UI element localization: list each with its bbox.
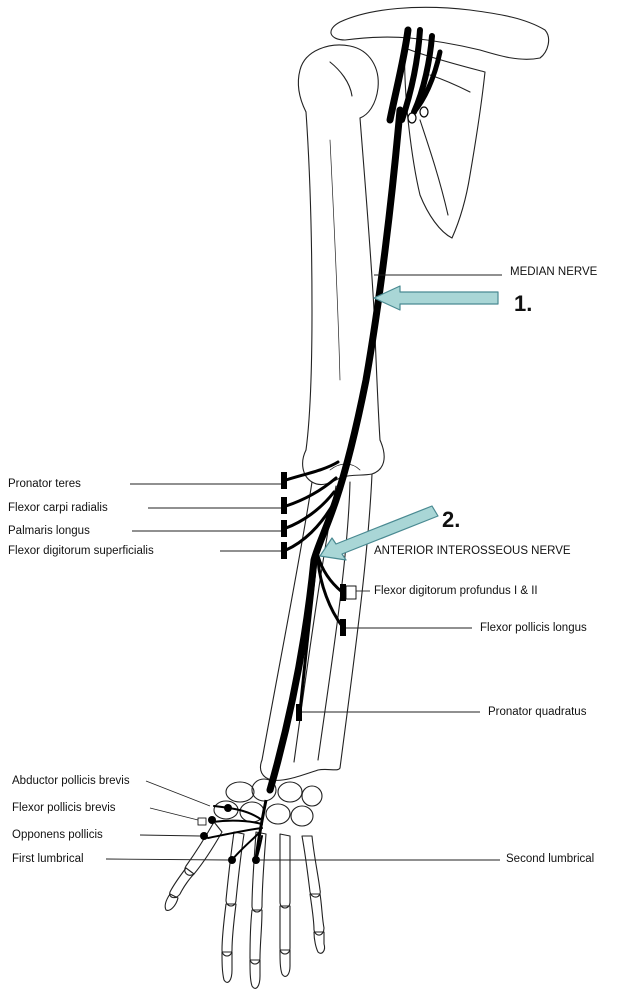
abductor-pollicis-brevis-label: Abductor pollicis brevis	[12, 775, 130, 788]
little-finger-bones	[302, 836, 325, 953]
index-finger-bones	[222, 832, 244, 982]
opponens-pollicis-label: Opponens pollicis	[12, 829, 103, 842]
hand-branches	[208, 806, 262, 860]
median-nerve-path	[270, 110, 400, 790]
forearm-branches	[286, 462, 338, 550]
flexor-digitorum-profundus-label: Flexor digitorum profundus I & II	[374, 585, 538, 598]
median-nerve-label: MEDIAN NERVE	[510, 266, 597, 279]
humerus-outline	[306, 112, 312, 450]
arrow-1	[374, 286, 498, 310]
second-lumbrical-label: Second lumbrical	[506, 853, 594, 866]
flexor-pollicis-brevis-label: Flexor pollicis brevis	[12, 802, 116, 815]
palmaris-longus-label: Palmaris longus	[8, 525, 90, 538]
anterior-interosseous-nerve-label: ANTERIOR INTEROSSEOUS NERVE	[374, 545, 571, 558]
pronator-quadratus-label: Pronator quadratus	[488, 706, 586, 719]
ring-finger-bones	[280, 834, 290, 976]
leader-lines	[106, 275, 502, 860]
flexor-digitorum-superficialis-label: Flexor digitorum superficialis	[8, 545, 154, 558]
flexor-carpi-radialis-label: Flexor carpi radialis	[8, 502, 108, 515]
marker-1-label: 1.	[514, 292, 532, 316]
pronator-teres-label: Pronator teres	[8, 478, 81, 491]
first-lumbrical-label: First lumbrical	[12, 853, 84, 866]
humeral-head-outline	[300, 45, 378, 118]
marker-2-label: 2.	[442, 508, 460, 532]
flexor-pollicis-longus-label: Flexor pollicis longus	[480, 622, 587, 635]
brachial-plexus	[390, 30, 440, 120]
